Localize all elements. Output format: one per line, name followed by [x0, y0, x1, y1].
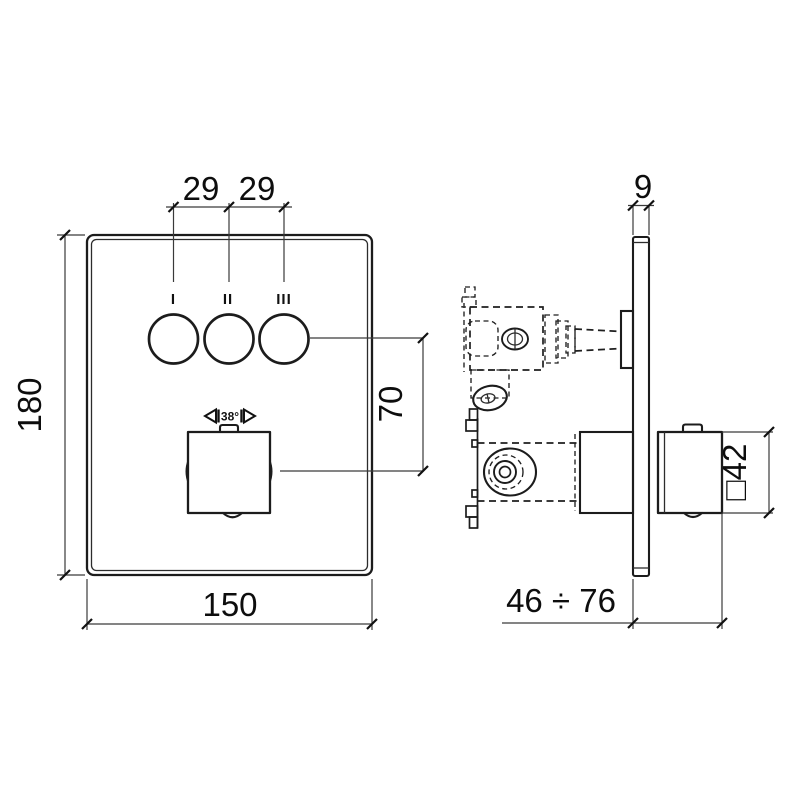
function-button-2	[203, 313, 255, 365]
button-label-1: I	[171, 291, 176, 308]
mount-tab-top	[464, 286, 476, 298]
dim-text-plate-width: 150	[202, 586, 257, 623]
dim-text-plate-height: 180	[11, 377, 48, 432]
knob-side-outline	[656, 430, 724, 515]
dim-text-plate-thickness: 9	[634, 168, 652, 205]
side-view: 9	[461, 168, 775, 629]
dim-plate-width: 150	[81, 579, 378, 630]
dim-plate-thickness: 9	[627, 168, 655, 235]
button-label-2: II	[223, 291, 233, 308]
dim-text-install-depth: 46 ÷ 76	[506, 582, 616, 619]
temp-limit-label: 38°	[221, 410, 239, 424]
dim-knob-size: □42	[716, 426, 775, 519]
cartridge-round-body	[482, 447, 538, 497]
pipe-outlet	[472, 384, 508, 412]
cartridge-flange	[619, 309, 635, 370]
dim-text-spacing-left: 29	[183, 170, 220, 207]
temp-knob-bottom-arc	[221, 511, 244, 519]
wall-plate-profile	[631, 235, 651, 578]
temp-knob-side	[656, 423, 724, 519]
knob-side-bottom-arc	[682, 511, 704, 519]
dim-text-spacing-right: 29	[239, 170, 276, 207]
temp-arrow-right-icon	[243, 407, 257, 425]
temp-knob-left-grip	[185, 459, 188, 484]
cartridge-sleeve	[578, 430, 635, 515]
function-button-1	[147, 313, 200, 365]
cartridge-spindle	[493, 460, 517, 484]
temp-limit-indicator: 38°	[203, 407, 257, 425]
temp-knob-front	[185, 423, 273, 519]
function-button-3	[258, 313, 310, 365]
front-view: I II III 29 29 180	[11, 170, 429, 630]
temp-knob-right-grip	[270, 459, 273, 484]
spline-step-3	[565, 325, 576, 354]
dim-text-knob-offset: 70	[372, 386, 409, 423]
temp-knob-top-tab	[218, 423, 240, 434]
volume-cartridge	[465, 408, 635, 529]
spline-step-1	[544, 314, 559, 364]
dim-install-depth: 46 ÷ 76	[502, 513, 728, 629]
cartridge-cap	[465, 320, 499, 357]
outlet-block	[470, 369, 510, 399]
spline-step-2	[555, 320, 569, 359]
thermostatic-cartridge-hidden	[461, 286, 635, 412]
button-label-3: III	[276, 291, 292, 308]
dim-plate-height: 180	[11, 229, 85, 581]
dim-text-knob-size: □42	[716, 444, 753, 501]
temp-arrow-left-icon	[203, 407, 217, 425]
knob-side-top-tab	[681, 423, 704, 434]
dim-button-spacing: 29 29	[166, 170, 292, 282]
dim-knob-offset: 70	[280, 332, 429, 477]
